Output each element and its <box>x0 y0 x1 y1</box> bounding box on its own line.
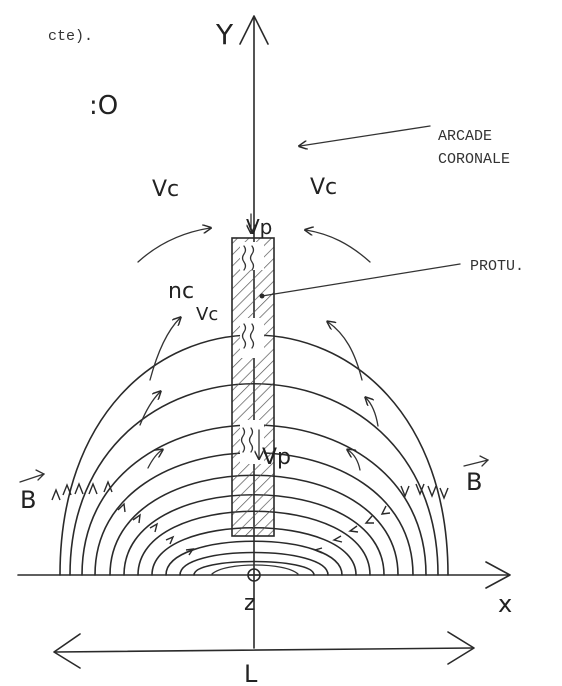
flow-arrows-left <box>137 228 210 469</box>
partial-equation: :O <box>89 91 118 121</box>
field-line-11 <box>193 560 315 576</box>
length-label: L <box>244 660 258 686</box>
field-line-9 <box>165 540 343 576</box>
b-left <box>19 469 46 483</box>
b-left-label: B <box>20 486 36 514</box>
flow-arrows-right <box>306 230 379 471</box>
x-axis-label: x <box>498 590 512 618</box>
arcade-leader <box>300 125 431 146</box>
length-arrow <box>53 631 475 669</box>
field-arrows <box>51 480 449 556</box>
vp-top-label: Vp <box>246 215 272 239</box>
y-axis-label: Y <box>215 18 234 51</box>
arcade-label-line2: CORONALE <box>438 151 510 168</box>
b-right <box>463 455 490 467</box>
vc-small-label: Vc <box>196 304 218 325</box>
vp-mid-label: Vp <box>262 445 291 470</box>
vc-left-label: Vc <box>152 177 179 202</box>
b-right-label: B <box>466 468 482 496</box>
protu-leader <box>261 263 461 297</box>
header-text: cte). <box>48 28 93 45</box>
field-line-10 <box>179 551 329 576</box>
arcade-label-line1: ARCADE <box>438 128 492 145</box>
x-axis <box>17 561 511 589</box>
vc-right-label: Vc <box>310 175 337 200</box>
protu-label: PROTU. <box>470 258 524 275</box>
nc-label: nc <box>168 279 194 304</box>
prominence-column <box>231 237 275 537</box>
origin-marker <box>211 564 299 582</box>
origin-label: z <box>244 591 256 616</box>
